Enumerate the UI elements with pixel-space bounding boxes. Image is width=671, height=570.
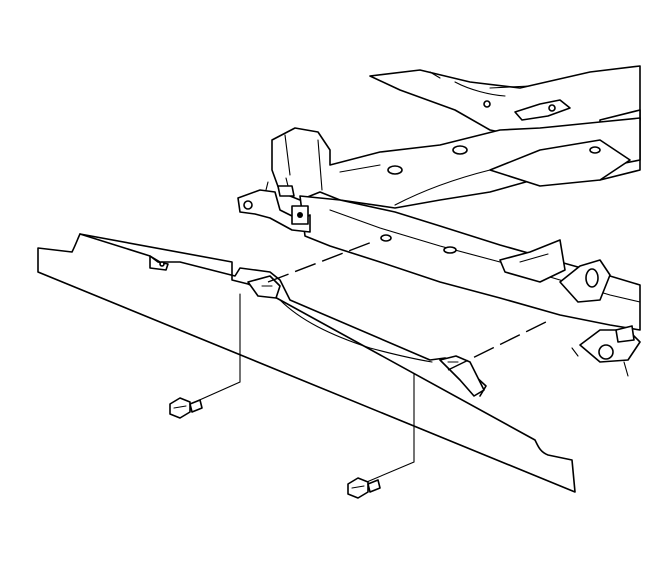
mounting-bolt (169, 397, 203, 419)
frame-crossmember (237, 117, 641, 377)
bolt-callouts (185, 293, 415, 485)
shield-panel (37, 233, 576, 493)
mounting-bolt (347, 477, 381, 499)
alignment-lines (267, 241, 551, 371)
